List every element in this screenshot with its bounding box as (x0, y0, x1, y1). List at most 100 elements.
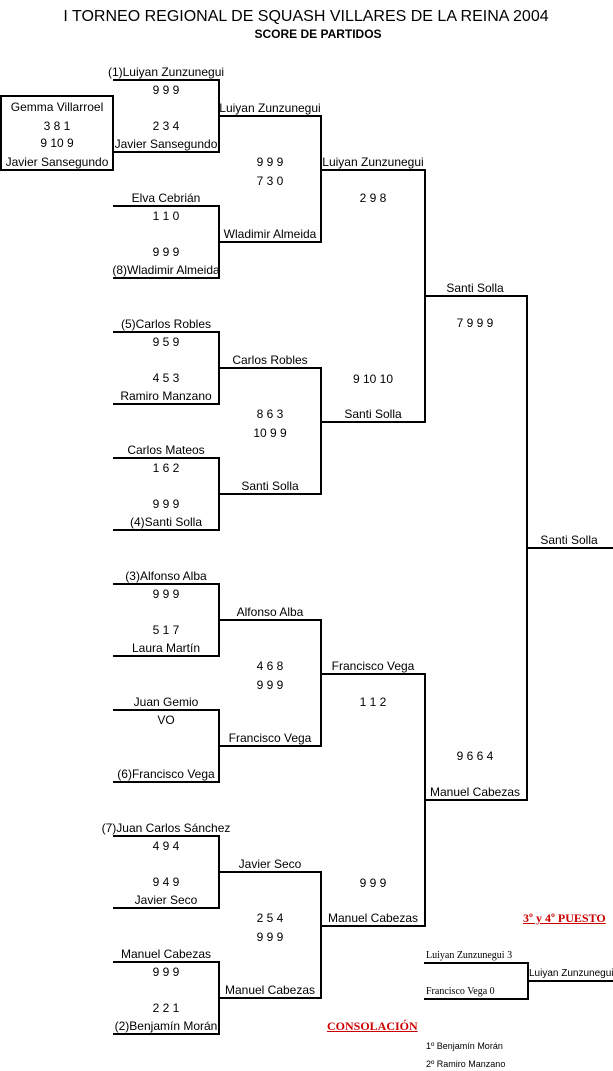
r2-m2-bottom-score: 10 9 9 (253, 426, 287, 440)
r1-m5-bottom-line (113, 655, 220, 657)
consolation-first: 1º Benjamín Morán (426, 1041, 503, 1051)
r1-m8-bottom-player: (2)Benjamín Morán (114, 1019, 218, 1033)
r1-m5-top-score: 9 9 9 (152, 587, 180, 601)
r3-m2-top-score: 1 1 2 (359, 695, 387, 709)
final-bottom-line (424, 799, 528, 801)
r2-m3-bottom-player: Francisco Vega (228, 731, 312, 745)
r2-m3-top-line (218, 619, 322, 621)
r3-m2-bottom-player: Manuel Cabezas (327, 911, 419, 925)
final-top-player: Santi Solla (446, 281, 504, 295)
r1-m5-bottom-player: Laura Martín (131, 641, 201, 655)
r1-m2-bottom-score: 9 9 9 (152, 245, 180, 259)
r1-m2-bottom-line (113, 277, 220, 279)
r1-m4-top-line (113, 457, 220, 459)
r3-m1-bottom-line (320, 421, 426, 423)
r3-m2-top-line (320, 673, 426, 675)
r3-m1-bottom-player: Santi Solla (344, 407, 402, 421)
r1-m1-bottom-line (113, 151, 220, 153)
r1-m5-bottom-score: 5 1 7 (152, 623, 180, 637)
r2-m4-top-player: Javier Seco (238, 857, 302, 871)
r1-m6-bottom-line (113, 781, 220, 783)
r1-m4-top-player: Carlos Mateos (127, 443, 205, 457)
r1-m1-bottom-player: Javier Sansegundo (114, 137, 218, 151)
r2-m4-top-line (218, 871, 322, 873)
r2-m3-top-score: 4 6 8 (256, 659, 284, 673)
third-place-top-line (424, 962, 529, 964)
prelim-box (0, 95, 114, 171)
r2-m1-bottom-player: Wladimir Almeida (223, 227, 317, 241)
r2-m4-bottom-player: Manuel Cabezas (224, 983, 316, 997)
consolation-second: 2º Ramiro Manzano (426, 1059, 506, 1069)
r1-m4-bottom-player: (4)Santi Solla (129, 515, 203, 529)
r1-m7-top-line (113, 835, 220, 837)
r2-m2-bottom-player: Santi Solla (241, 479, 299, 493)
r1-m3-bottom-score: 4 5 3 (152, 371, 180, 385)
r1-m2-bottom-player: (8)Wladimir Almeida (112, 263, 220, 277)
r3-m2-bottom-line (320, 925, 426, 927)
r1-m5-top-player: (3)Alfonso Alba (125, 569, 207, 583)
r2-m4-connector (320, 871, 322, 999)
r1-m3-bottom-line (113, 403, 220, 405)
r1-m8-bottom-score: 2 2 1 (152, 1001, 180, 1015)
r1-m2-top-line (113, 205, 220, 207)
prelim-bottom-player: Javier Sansegundo (5, 155, 109, 169)
r1-m3-top-player: (5)Carlos Robles (120, 317, 212, 331)
final-top-score: 7 9 9 9 (456, 316, 494, 330)
r1-m5-top-line (113, 583, 220, 585)
r2-m1-connector (320, 115, 322, 243)
r2-m2-top-line (218, 367, 322, 369)
r3-m2-bottom-score: 9 9 9 (359, 876, 387, 890)
r2-m1-top-player: Luiyan Zunzunegui (219, 101, 321, 115)
r1-m6-top-line (113, 709, 220, 711)
r1-m2-top-player: Elva Cebrián (131, 191, 201, 205)
r2-m3-top-player: Alfonso Alba (236, 605, 304, 619)
r2-m3-connector (320, 619, 322, 747)
r1-m8-top-player: Manuel Cabezas (120, 947, 212, 961)
r1-m6-top-player: Juan Gemio (133, 695, 199, 709)
r1-m7-bottom-score: 9 4 9 (152, 875, 180, 889)
r1-m1-top-score: 9 9 9 (152, 83, 180, 97)
r2-m4-top-score: 2 5 4 (256, 911, 284, 925)
r2-m2-connector (320, 367, 322, 495)
r1-m7-bottom-line (113, 907, 220, 909)
page-title: I TORNEO REGIONAL DE SQUASH VILLARES DE … (63, 8, 549, 25)
r2-m4-bottom-score: 9 9 9 (256, 930, 284, 944)
r2-m2-top-player: Carlos Robles (232, 353, 308, 367)
champion-name: Santi Solla (540, 533, 598, 547)
third-place-bottom-line (424, 998, 529, 1000)
r1-m3-top-line (113, 331, 220, 333)
prelim-score-1: 3 8 1 (43, 119, 71, 133)
r1-m1-top-line (113, 79, 220, 81)
r1-m4-top-score: 1 6 2 (152, 461, 180, 475)
r1-m7-bottom-player: Javier Seco (134, 893, 198, 907)
r2-m1-bottom-line (218, 241, 322, 243)
third-place-heading: 3º y 4º PUESTO (523, 911, 606, 925)
r1-m7-top-score: 4 9 4 (152, 839, 180, 853)
r1-m3-bottom-player: Ramiro Manzano (120, 389, 212, 403)
third-place-winner: Luiyan Zunzunegui (529, 968, 613, 979)
third-place-top-player: Luiyan Zunzunegui 3 (426, 950, 513, 961)
r1-m8-top-line (113, 961, 220, 963)
r1-m8-top-score: 9 9 9 (152, 965, 180, 979)
r1-m1-bottom-score: 2 3 4 (152, 119, 180, 133)
r2-m1-top-line (218, 115, 322, 117)
r1-m1-top-player: (1)Luiyan Zunzunegui (107, 65, 225, 79)
r1-m3-top-score: 9 5 9 (152, 335, 180, 349)
third-place-winner-line (527, 980, 613, 982)
r1-m6-top-score: VO (157, 713, 175, 727)
r2-m1-bottom-score: 7 3 0 (256, 174, 284, 188)
prelim-top-player: Gemma Villarroel (10, 100, 104, 114)
page-subtitle: SCORE DE PARTIDOS (254, 27, 382, 41)
r2-m4-bottom-line (218, 997, 322, 999)
r3-m1-top-line (320, 169, 426, 171)
consolation-heading: CONSOLACIÓN (327, 1019, 418, 1033)
final-top-line (424, 295, 528, 297)
r1-m2-top-score: 1 1 0 (152, 209, 180, 223)
champion-line (526, 547, 613, 549)
r3-m1-bottom-score: 9 10 10 (352, 372, 394, 386)
r2-m2-top-score: 8 6 3 (256, 407, 284, 421)
r1-m8-bottom-line (113, 1033, 220, 1035)
r2-m3-bottom-line (218, 745, 322, 747)
r3-m1-top-player: Luiyan Zunzunegui (322, 155, 424, 169)
r1-m7-top-player: (7)Juan Carlos Sánchez (101, 821, 231, 835)
